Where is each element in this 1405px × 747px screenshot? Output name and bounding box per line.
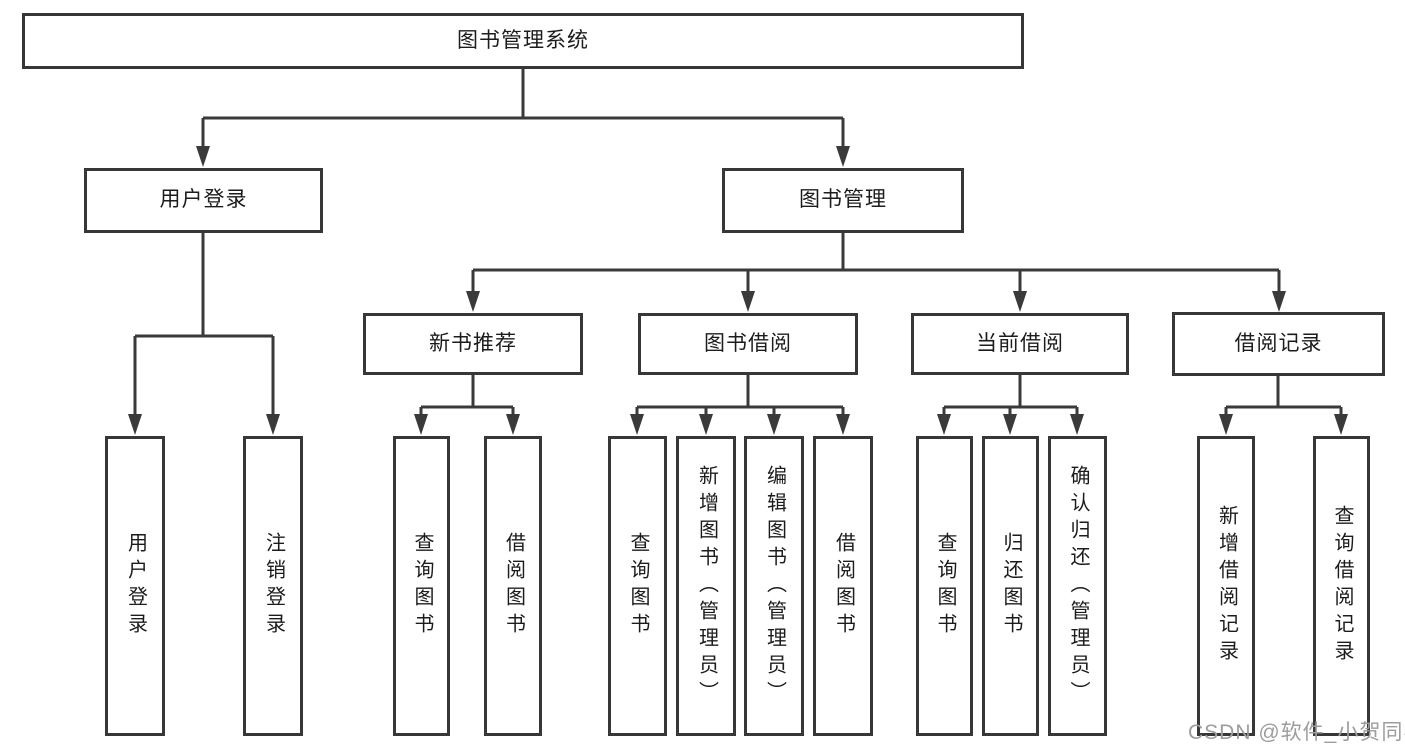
leaf-user-login: 用户登录 [105, 436, 165, 736]
leaf-borrowing-query-books: 查询图书 [608, 436, 667, 736]
leaf-current-return-books: 归还图书 [982, 436, 1039, 736]
arrow-down-icon [767, 414, 781, 435]
node-current-borrowing: 当前借阅 [911, 313, 1129, 375]
node-new-book-recommend: 新书推荐 [363, 313, 583, 375]
leaf-records-query-borrow-record: 查询借阅记录 [1313, 436, 1370, 736]
leaf-newbooks-query-books: 查询图书 [393, 436, 450, 736]
csdn-watermark: CSDN @软件_小贺同学 [1188, 721, 1405, 744]
arrow-down-icon [699, 414, 713, 435]
arrow-down-icon [128, 414, 142, 435]
arrow-down-icon [836, 146, 850, 167]
arrow-down-icon [1272, 291, 1286, 312]
arrow-down-icon [1070, 414, 1084, 435]
arrow-down-icon [630, 414, 644, 435]
leaf-borrowing-edit-books-admin: 编辑图书（管理员） [744, 436, 804, 736]
arrow-down-icon [1013, 291, 1027, 312]
arrow-down-icon [266, 414, 280, 435]
arrow-down-icon [1219, 414, 1233, 435]
arrow-down-icon [1003, 414, 1017, 435]
leaf-logout: 注销登录 [243, 436, 303, 736]
leaf-records-add-borrow-record: 新增借阅记录 [1197, 436, 1255, 736]
arrow-down-icon [741, 291, 755, 312]
node-book-management: 图书管理 [722, 168, 964, 233]
leaf-current-confirm-return-admin: 确认归还（管理员） [1048, 436, 1107, 736]
node-user-login: 用户登录 [84, 168, 323, 233]
arrow-down-icon [466, 291, 480, 312]
arrow-down-icon [937, 414, 951, 435]
leaf-borrowing-add-books-admin: 新增图书（管理员） [676, 436, 736, 736]
node-borrow-records: 借阅记录 [1172, 312, 1385, 376]
node-library-management-system: 图书管理系统 [22, 13, 1024, 69]
leaf-borrowing-borrow-books: 借阅图书 [813, 436, 873, 736]
node-book-borrowing: 图书借阅 [638, 313, 858, 375]
leaf-newbooks-borrow-books: 借阅图书 [484, 436, 542, 736]
arrow-down-icon [836, 414, 850, 435]
arrow-down-icon [506, 414, 520, 435]
arrow-down-icon [1334, 414, 1348, 435]
arrow-down-icon [196, 146, 210, 167]
leaf-current-query-books: 查询图书 [916, 436, 973, 736]
arrow-down-icon [414, 414, 428, 435]
